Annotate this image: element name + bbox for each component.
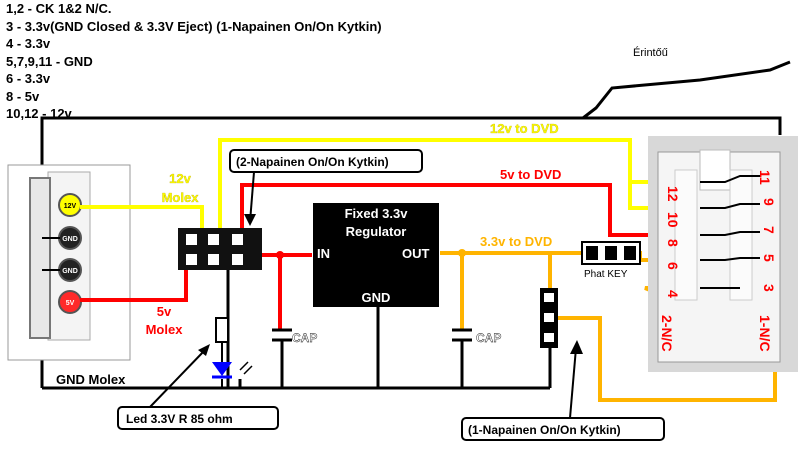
junction-33v — [458, 249, 466, 257]
label-5v-molex-1: 5v — [157, 304, 172, 319]
pin-11: 11 — [757, 170, 773, 185]
callout-1-pole: (1-Napainen On/On Kytkin) — [468, 423, 621, 437]
regulator-title-1: Fixed 3.3v — [345, 206, 409, 221]
label-12v-molex-1: 12v — [169, 171, 191, 186]
ide-pin-leads — [700, 175, 760, 289]
pin-7: 7 — [761, 226, 777, 234]
label-33v-dvd: 3.3v to DVD — [480, 234, 552, 249]
molex-gnd1-text: GND — [62, 236, 78, 243]
phat-key-jumper — [581, 241, 641, 265]
callout-1-pole-arrow — [569, 347, 577, 419]
regulator-3v3 — [313, 203, 439, 307]
molex-5v-text: 5V — [66, 300, 75, 307]
pin-6: 6 — [665, 262, 681, 270]
pin-4: 4 — [665, 290, 681, 298]
cap-right — [452, 328, 472, 342]
pin-1-nc: 1-N/C — [757, 315, 773, 352]
label-5v-molex-2: Molex — [146, 322, 184, 337]
callout-led: Led 3.3V R 85 ohm — [126, 412, 233, 426]
phat-key-label: Phat KEY — [584, 269, 628, 280]
regulator-title-2: Regulator — [346, 224, 407, 239]
switch-1-pole — [540, 288, 558, 348]
label-gnd-molex: GND Molex — [56, 372, 126, 387]
callout-led-box — [117, 406, 279, 430]
arrowhead — [570, 340, 583, 354]
molex-12v-text: 12V — [64, 203, 77, 210]
molex-connector: 12V GND GND 5V — [7, 164, 131, 361]
molex-gnd2-text: GND — [62, 268, 78, 275]
cap-left — [272, 328, 292, 342]
junction-5v — [276, 251, 284, 259]
callout-1-pole-box — [461, 417, 665, 441]
molex-gnd-tap — [42, 237, 60, 271]
callout-2-pole-box — [229, 149, 423, 173]
legend-line: 1,2 - CK 1&2 N/C. — [6, 1, 112, 16]
pin-3: 3 — [761, 284, 777, 292]
pin-9: 9 — [761, 198, 777, 206]
pin-12: 12 — [665, 186, 681, 202]
legend-line: 5,7,9,11 - GND — [6, 53, 93, 69]
legend-line: 8 - 5v — [6, 88, 40, 104]
label-12v-dvd: 12v to DVD — [490, 121, 559, 136]
led-diode — [212, 361, 253, 388]
erinto-label: Érintőű — [633, 46, 668, 59]
ide-connector — [648, 136, 798, 372]
arrowhead — [198, 344, 210, 356]
resistor — [215, 317, 229, 362]
pin-10: 10 — [665, 212, 681, 228]
legend-line: 4 - 3.3v — [6, 36, 51, 51]
cap-left-label: CAP — [292, 331, 317, 345]
pin-5: 5 — [761, 254, 777, 262]
regulator-out: OUT — [402, 246, 430, 261]
pinout-legend: 1,2 - CK 1&2 N/C. 3 - 3.3v(GND Closed & … — [6, 0, 382, 123]
legend-line: 6 - 3.3v — [6, 71, 51, 86]
switch-2-pole — [178, 228, 262, 270]
callout-led-arrow — [149, 349, 206, 408]
legend-line: 3 - 3.3v(GND Closed & 3.3V Eject) (1-Nap… — [6, 18, 382, 34]
cap-right-label: CAP — [476, 331, 501, 345]
pin-8: 8 — [665, 239, 681, 247]
regulator-in: IN — [317, 246, 330, 261]
label-5v-dvd: 5v to DVD — [500, 167, 561, 182]
arrowhead — [244, 214, 256, 226]
label-12v-molex-2: Molex — [162, 190, 200, 205]
callout-2-pole-arrow — [249, 171, 255, 223]
pin-2-nc: 2-N/C — [659, 315, 675, 352]
regulator-gnd: GND — [362, 290, 391, 305]
callout-2-pole: (2-Napainen On/On Kytkin) — [236, 155, 389, 169]
